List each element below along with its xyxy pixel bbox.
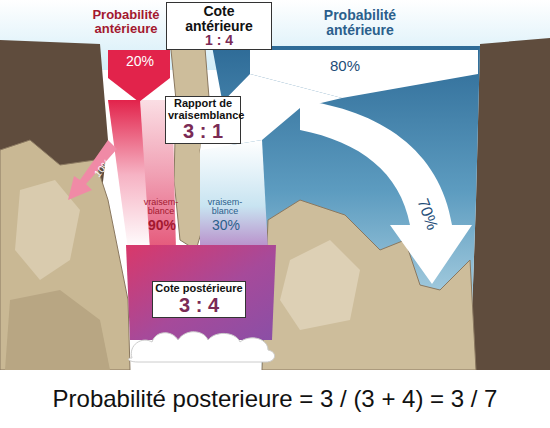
odds-ratio: 3 : 4 xyxy=(155,295,243,316)
odds-ratio: 1 : 4 xyxy=(169,33,269,48)
caption-band xyxy=(0,370,550,428)
right-cliff xyxy=(470,38,550,370)
box-heading: Cote postérieure xyxy=(155,283,243,295)
prior-probability-label: Probabilité antérieure xyxy=(300,8,420,37)
blue-likelihood-flow xyxy=(200,140,268,250)
seventy-percent-arrow xyxy=(300,100,472,284)
likelihood-label: vraisem- blance xyxy=(204,198,246,217)
likelihood-label: vraisem- blance xyxy=(140,198,182,217)
left-rock xyxy=(0,140,130,370)
likelihood-ratio-box: Rapport de vraisemblance3 : 1 xyxy=(165,96,241,144)
left-rock-base xyxy=(5,290,110,370)
posterior-odds-box: Cote postérieure3 : 4 xyxy=(152,281,246,318)
red-ten-percent-arrow xyxy=(68,140,117,200)
odds-ratio: 3 : 1 xyxy=(168,121,238,142)
prior-odds-box: Cote antérieure1 : 4 xyxy=(166,2,272,50)
posterior-pool xyxy=(126,245,276,340)
red-prior-arrow xyxy=(108,50,170,102)
cloud xyxy=(129,332,275,362)
percentage: 80% xyxy=(320,58,370,74)
posterior-formula: Probabilité posterieure = 3 / (3 + 4) = … xyxy=(0,386,550,411)
prior-probability-label: Probabilité antérieure xyxy=(84,8,168,35)
percentage: 90% xyxy=(142,218,182,233)
percentage: 20% xyxy=(116,54,164,69)
percentage: 30% xyxy=(206,218,246,233)
right-rock-face xyxy=(280,240,360,330)
box-heading: Cote antérieure xyxy=(169,4,269,33)
box-heading: Rapport de vraisemblance xyxy=(168,98,238,121)
